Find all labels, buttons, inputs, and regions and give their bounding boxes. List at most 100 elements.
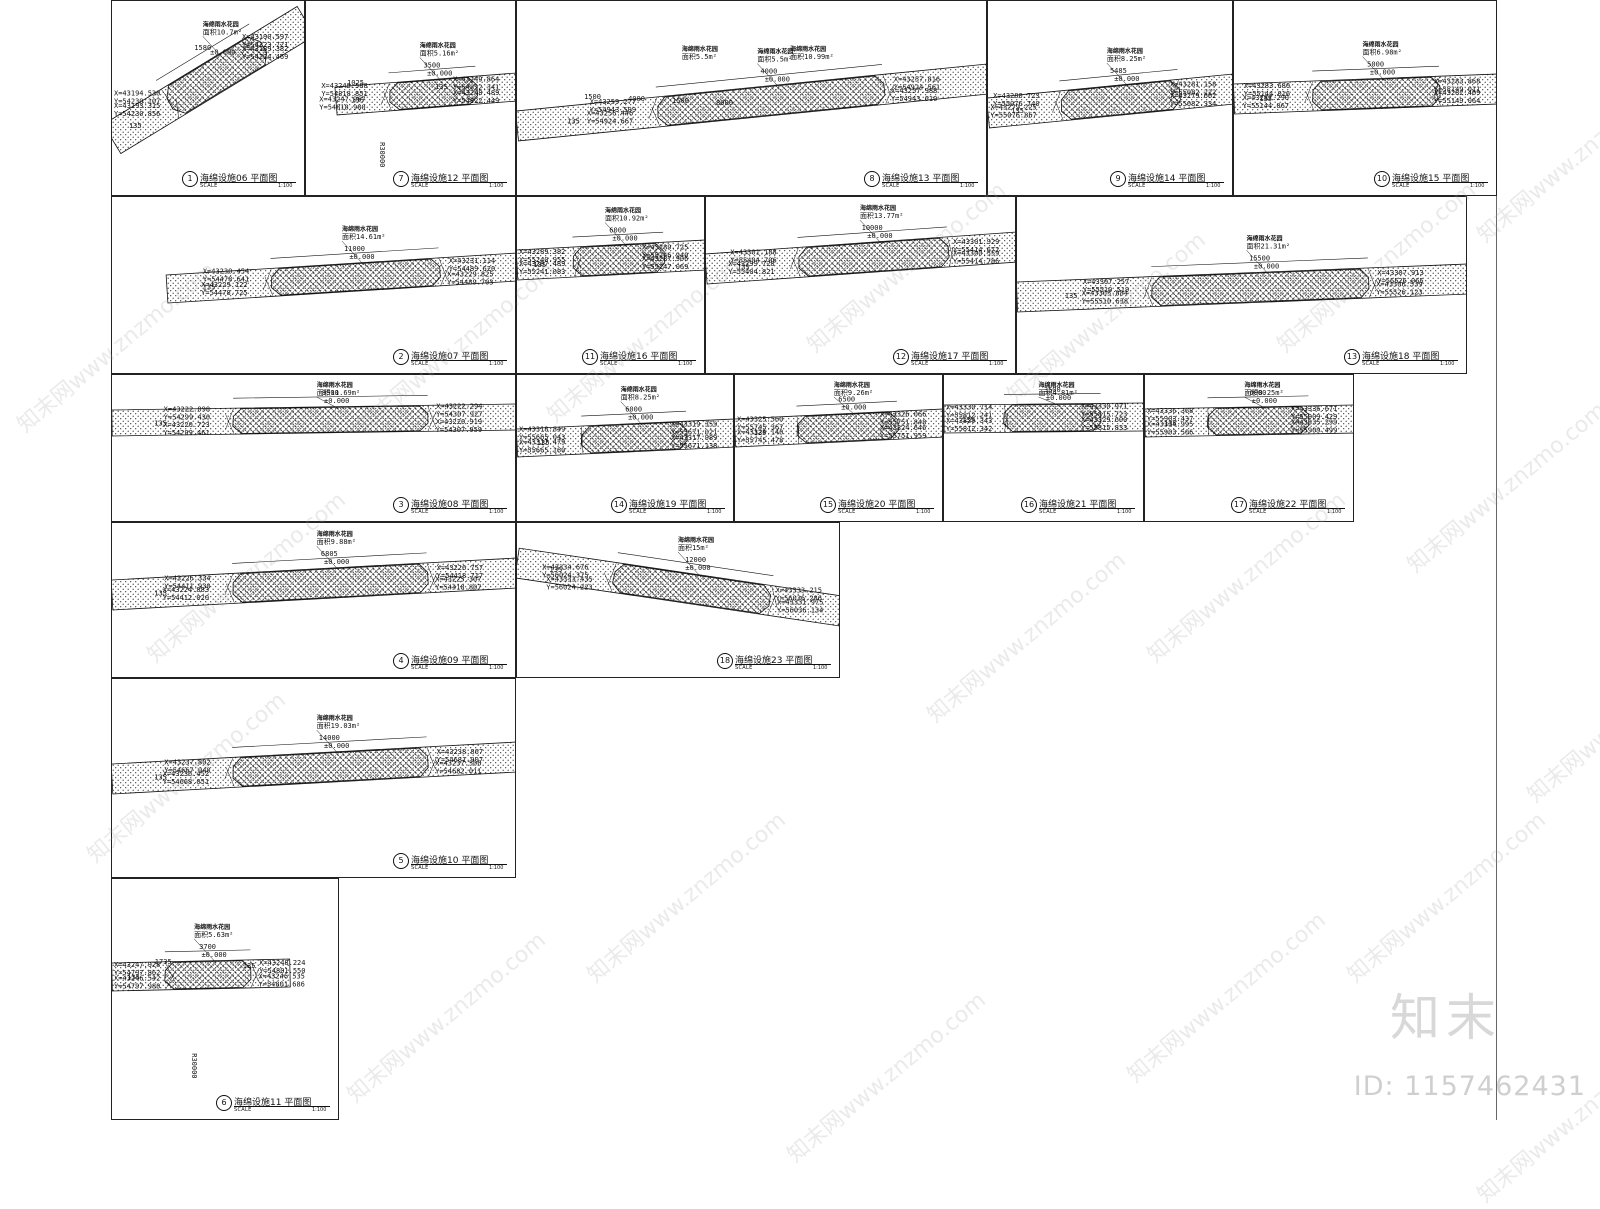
coordinate-leader [882, 75, 892, 97]
dimension-label: 6000 [609, 227, 626, 235]
scale-value: 1:100 [489, 865, 504, 871]
coordinate-y: Y=55815.833 [1081, 424, 1127, 432]
coordinate-y: Y=55247.069 [642, 263, 688, 271]
scale-value: 1:100 [278, 183, 293, 189]
dimension-label: 5000 [1367, 61, 1384, 69]
scale-label: SCALE [882, 183, 900, 189]
area-note-title: 海绵雨水花园 [420, 41, 456, 49]
area-note-title: 海绵雨水花园 [194, 923, 230, 931]
rain-garden-area [1151, 268, 1370, 306]
dimension-label: 10000 [862, 224, 883, 232]
coordinate-leader [879, 411, 898, 434]
area-note-value: 面积9.26m² [834, 388, 873, 397]
area-note-title: 海绵雨水花园 [860, 204, 896, 212]
coordinate-x: X=43317.989 [671, 434, 717, 442]
scale-value: 1:100 [312, 1107, 327, 1113]
coordinate-leader [428, 572, 437, 593]
coordinate-leader [250, 960, 259, 982]
coordinate-x: X=43325.560 [737, 415, 783, 423]
coordinate-y: Y=54801.550 [259, 967, 305, 975]
area-note-leader [1244, 396, 1267, 410]
coordinate-x: X=43189.382 [242, 45, 288, 53]
title-underline [411, 360, 507, 361]
panel-number: 10 [1374, 171, 1390, 187]
panel-title: 海绵设施12 平面图 [411, 174, 489, 184]
panel-title: 海绵设施08 平面图 [411, 500, 489, 510]
panel-title: 海绵设施11 平面图 [234, 1098, 312, 1108]
coordinate-leader [426, 747, 436, 769]
area-note-leader [341, 240, 365, 266]
area-note-title: 海绵雨水花园 [1247, 234, 1283, 242]
coordinate-leader [648, 97, 658, 119]
coordinate-x: X=43289.382 [519, 248, 565, 256]
panel-number: 8 [864, 171, 880, 187]
coordinate-x: X=43231.114 [449, 257, 495, 265]
elevation-label: ±0.000 [867, 232, 892, 240]
width-tag: 135 [154, 419, 167, 427]
rain-garden-area [232, 563, 429, 603]
title-underline [1362, 360, 1458, 361]
coordinate-x: X=43282.290 [1243, 94, 1289, 102]
coordinate-x: X=43249.864 [453, 75, 499, 83]
coordinate-y: Y=55404.821 [728, 268, 774, 276]
area-note-leader [316, 729, 339, 755]
coordinate-y: Y=55903.506 [1147, 429, 1193, 437]
title-underline [411, 864, 507, 865]
elevation-label: ±0.000 [324, 742, 349, 750]
plan-drawing: 4000135±0.000海绵雨水花园面积5.5m²X=43259.277Y=5… [517, 45, 986, 142]
width-tag: 135 [962, 416, 975, 424]
coordinate-x: X=43247.928 [114, 961, 160, 969]
coordinate-leader [1433, 76, 1440, 99]
coordinate-x: X=43226.334 [164, 575, 210, 583]
dimension-label: 6500 [838, 396, 855, 404]
coordinate-leader [224, 758, 233, 780]
coordinate-y: Y=54943.509 [590, 106, 636, 114]
panel-number: 6 [216, 1095, 232, 1111]
scale-value: 1:100 [1470, 183, 1485, 189]
coordinate-y: Y=55149.011 [1434, 85, 1480, 93]
coordinate-x: X=43334.676 [542, 563, 588, 571]
coordinate-y: Y=55414.786 [953, 258, 999, 266]
elevation-label: ±0.000 [427, 69, 452, 77]
coordinate-x: X=43190.597 [242, 33, 288, 41]
coordinate-x: X=43301.929 [953, 238, 999, 246]
coordinate-y: Y=55144.016 [1244, 90, 1290, 98]
scale-value: 1:100 [707, 509, 722, 515]
sheet-frame-line [1496, 0, 1497, 1120]
area-note-title: 海绵雨水花园 [317, 381, 353, 389]
elevation-label: ±0.000 [628, 414, 653, 422]
dimension-line [1004, 393, 1101, 395]
coordinate-x: X=43220.919 [436, 418, 482, 426]
panel-title: 海绵设施10 平面图 [411, 856, 489, 866]
coordinate-y: Y=54418.717 [437, 572, 483, 580]
rain-garden-area [657, 75, 886, 126]
dimension-line [797, 226, 947, 238]
coordinate-leader [1290, 406, 1309, 428]
coordinate-y: Y=54667.948 [164, 767, 210, 775]
scale-label: SCALE [1362, 361, 1380, 367]
coordinate-x: X=43248.489 [453, 89, 499, 97]
area-note-value: 面积10.92m² [605, 214, 649, 223]
coordinate-leader [440, 266, 450, 286]
coordinate-y: Y=55815.723 [1081, 411, 1127, 419]
dimension-label: 3500 [1044, 386, 1061, 394]
area-note-leader [202, 36, 225, 61]
elevation-label: ±0.000 [685, 564, 710, 572]
coordinate-x: X=43330.971 [1081, 403, 1127, 411]
coordinate-leader [1169, 80, 1179, 102]
dimension-line [270, 247, 439, 259]
title-underline [882, 182, 978, 183]
coordinate-x: X=43331.975 [777, 598, 823, 606]
coordinate-leader [670, 429, 688, 449]
area-note-value: 面积11.69m² [317, 388, 361, 397]
elevation-label: ±0.000 [612, 235, 637, 243]
elevation-label: ±0.000 [1252, 397, 1277, 405]
coordinate-x: X=43324.646 [880, 424, 926, 432]
